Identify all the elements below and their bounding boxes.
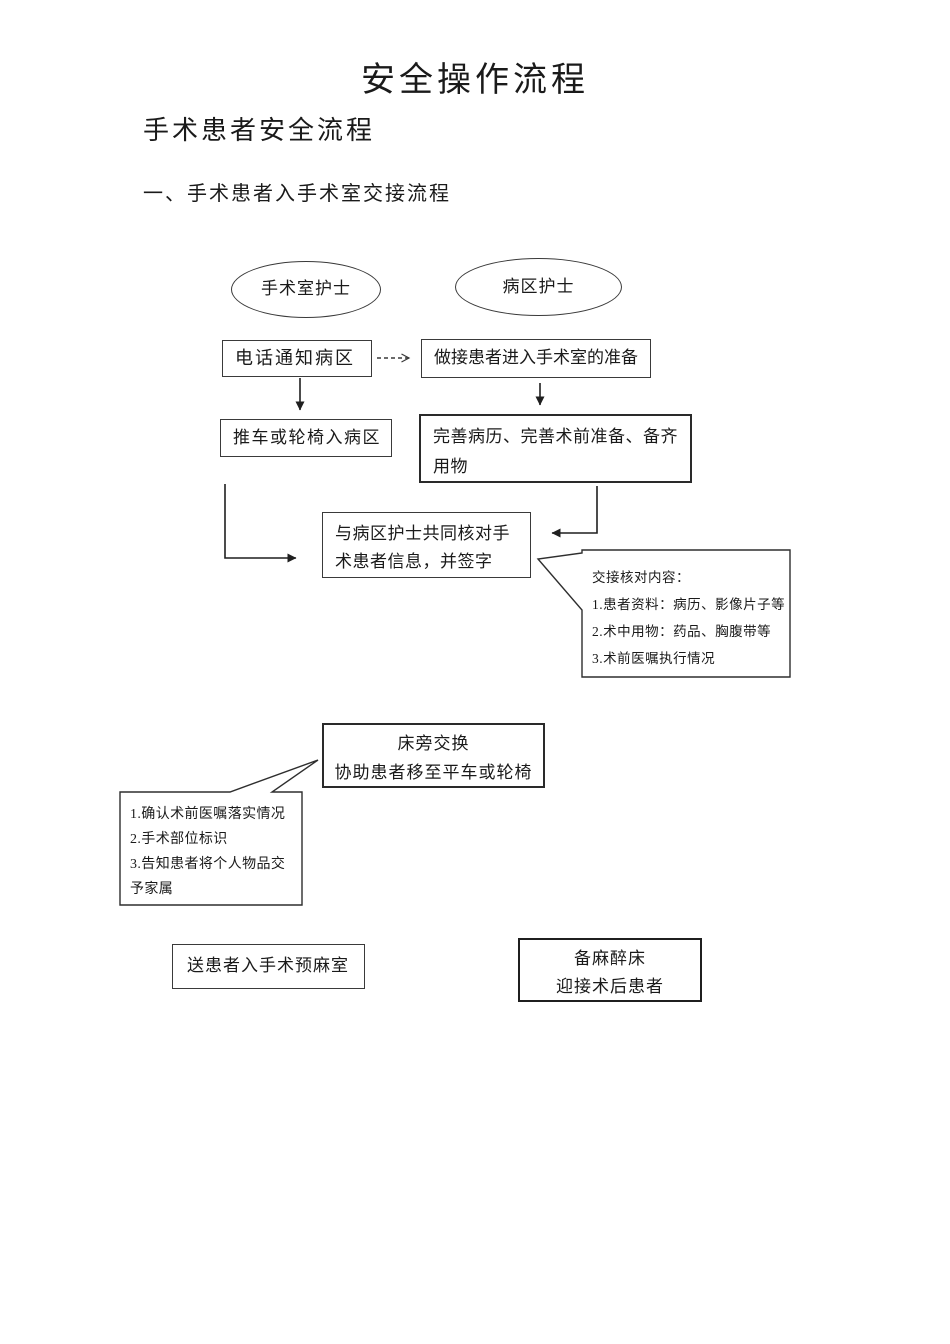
anesthesia-bed-line2: 迎接术后患者	[556, 977, 664, 996]
box-verify-info: 与病区护士共同核对手术患者信息，并签字	[322, 512, 531, 578]
box-anesthesia-bed: 备麻醉床 迎接术后患者	[518, 938, 702, 1002]
box-phone-notify: 电话通知病区	[222, 340, 372, 377]
handover-callout-shape	[536, 549, 791, 678]
send-patient-label: 送患者入手术预麻室	[187, 956, 349, 976]
box-complete-records: 完善病历、完善术前准备、备齐用物	[419, 414, 692, 483]
bedside-exchange-line2: 协助患者移至平车或轮椅	[334, 763, 533, 782]
confirm-callout-shape	[119, 759, 319, 906]
handover-callout-content: 交接核对内容： 1.患者资料：病历、影像片子等 2.术中用物：药品、胸腹带等 3…	[592, 564, 786, 672]
or-nurse-label: 手术室护士	[261, 279, 351, 299]
box-cart-wheelchair: 推车或轮椅入病区	[220, 419, 392, 457]
box-make-preparation: 做接患者进入手术室的准备	[421, 339, 651, 378]
node-ward-nurse-ellipse: 病区护士	[455, 258, 622, 316]
make-preparation-label: 做接患者进入手术室的准备	[434, 348, 638, 368]
elbow-arrow-complete-to-verify	[551, 486, 598, 538]
node-or-nurse-ellipse: 手术室护士	[231, 261, 381, 318]
handover-callout-item: 1.患者资料：病历、影像片子等	[592, 597, 786, 612]
confirm-callout-item: 2.手术部位标识	[130, 832, 228, 847]
confirm-callout-content: 1.确认术前医嘱落实情况 2.手术部位标识 3.告知患者将个人物品交予家属	[130, 802, 296, 902]
doc-subtitle: 手术患者安全流程	[143, 116, 376, 145]
phone-notify-label: 电话通知病区	[235, 347, 355, 368]
section-heading: 一、手术患者入手术室交接流程	[143, 183, 451, 205]
box-send-patient: 送患者入手术预麻室	[172, 944, 365, 989]
handover-callout-item: 3.术前医嘱执行情况	[592, 651, 716, 666]
bedside-exchange-line1: 床旁交换	[397, 734, 470, 753]
doc-title: 安全操作流程	[361, 62, 589, 99]
handover-callout-title: 交接核对内容：	[592, 570, 690, 585]
confirm-callout-item: 1.确认术前医嘱落实情况	[130, 807, 286, 822]
elbow-arrow-cart-to-verify	[224, 484, 297, 563]
ward-nurse-label: 病区护士	[502, 276, 575, 296]
confirm-callout-item: 3.告知患者将个人物品交予家属	[130, 857, 286, 897]
handover-callout-item: 2.术中用物：药品、胸腹带等	[592, 624, 772, 639]
cart-wheelchair-label: 推车或轮椅入病区	[233, 427, 381, 447]
anesthesia-bed-line1: 备麻醉床	[574, 949, 646, 968]
box-bedside-exchange: 床旁交换 协助患者移至平车或轮椅	[322, 723, 545, 788]
